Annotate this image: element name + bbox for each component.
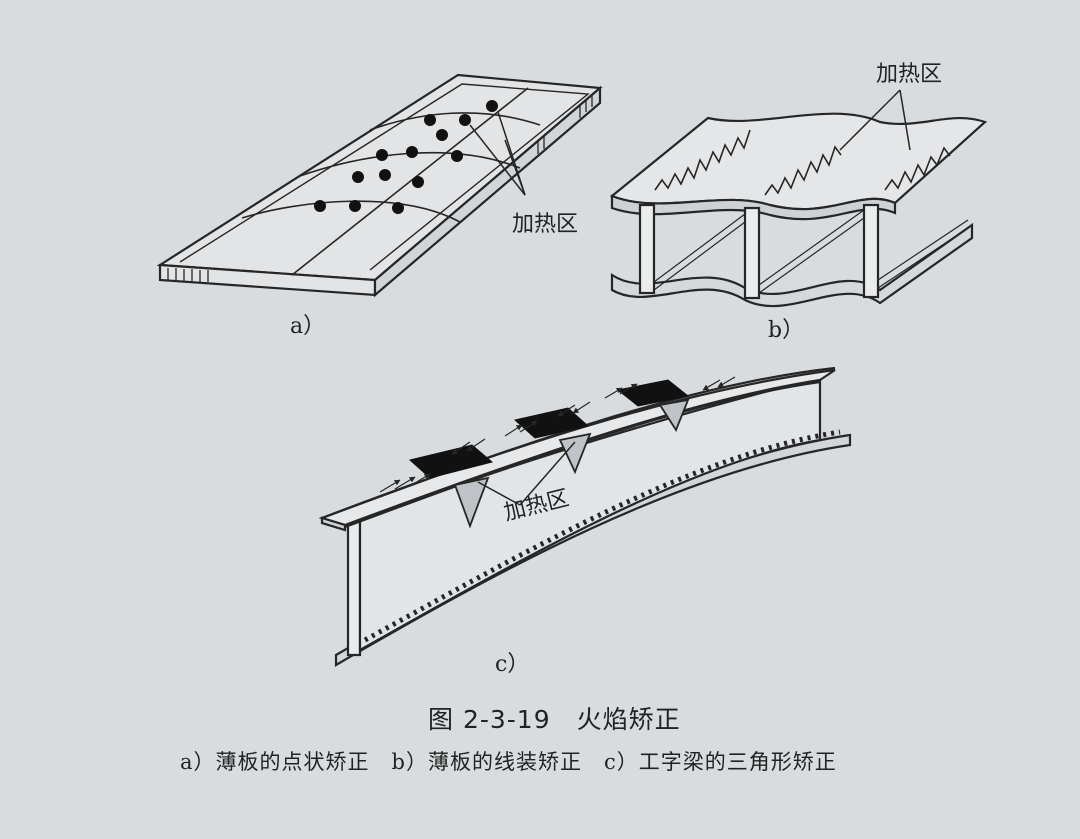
- panel-c-heat-triangles: [453, 398, 690, 529]
- panel-a-heat-spots: [314, 100, 498, 214]
- figure-caption-title: 图 2-3-19 火焰矫正: [428, 705, 681, 734]
- panel-c-arrows: [379, 376, 736, 493]
- panel-b-label: b）: [768, 318, 805, 343]
- panel-b-heat-label: 加热区: [876, 62, 943, 87]
- panel-a-heat-label: 加热区: [512, 212, 579, 237]
- figure-caption-legend: a）薄板的点状矫正 b）薄板的线装矫正 c）工字梁的三角形矫正: [180, 750, 837, 774]
- panel-c-heat-bands: [408, 379, 690, 479]
- panel-b-ribbed-plate: [609, 112, 988, 308]
- panel-c-label: c）: [495, 652, 530, 677]
- panel-a-label: a）: [290, 314, 326, 339]
- panel-c-i-beam: [318, 366, 852, 667]
- panel-c-leaders: [477, 441, 576, 506]
- panel-a-plate: [156, 73, 603, 298]
- panel-a-leaders: [469, 111, 526, 196]
- panel-b-leaders: [839, 89, 911, 151]
